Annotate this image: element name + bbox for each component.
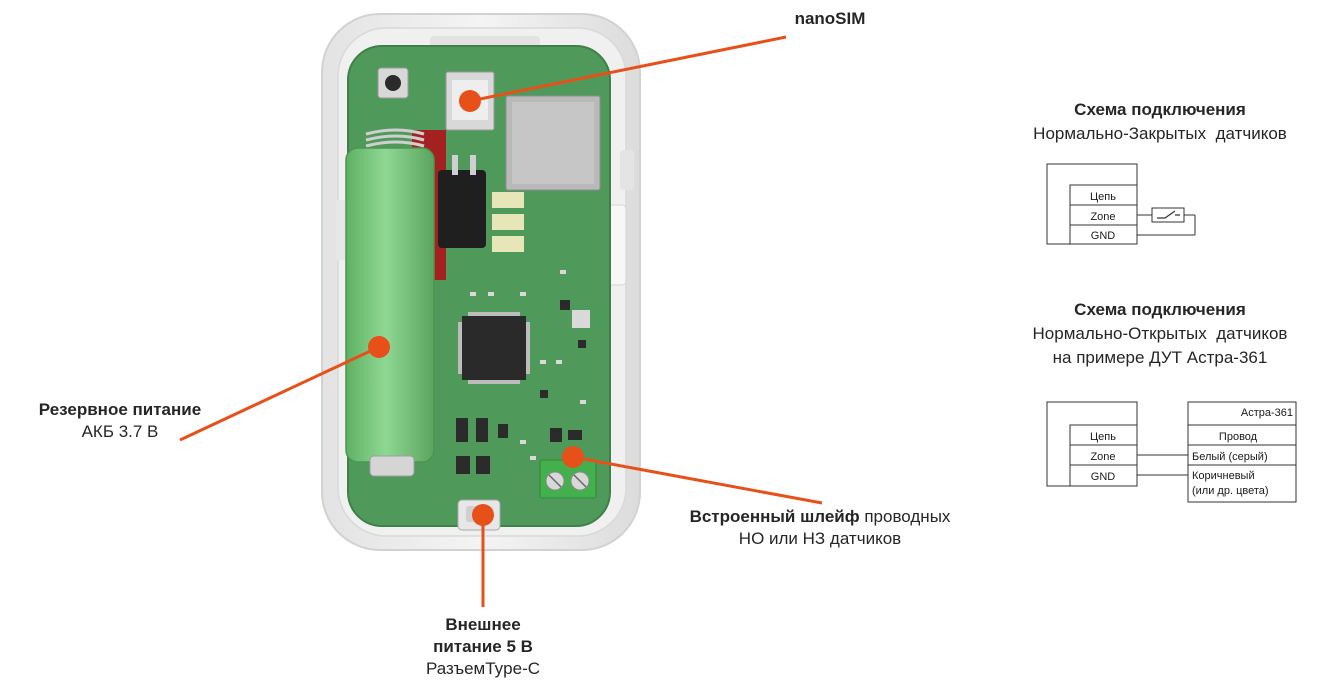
sim-label: nanoSIM <box>770 8 890 30</box>
schema-no-title: Схема подключения <box>1074 300 1246 319</box>
loop-label-subtitle: НО или НЗ датчиков <box>738 529 902 548</box>
callout-dots <box>368 90 584 526</box>
schema-no-subtitle: Нормально-Открытых датчиков <box>1032 324 1288 343</box>
sim-marker <box>459 90 481 112</box>
pcb-board <box>345 45 611 531</box>
battery-label-subtitle: АКБ 3.7 В <box>81 422 159 441</box>
power-marker <box>472 504 494 526</box>
loop-marker <box>562 446 584 468</box>
nc-pin-1: Цепь <box>1090 191 1116 203</box>
power-label-title-1: Внешнее <box>445 615 521 634</box>
schema-nc-diagram <box>1046 163 1196 245</box>
power-label-subtitle: РазъемType-C <box>425 659 541 678</box>
no-pin-2: Zone <box>1090 451 1115 463</box>
schema-no-subtitle-2: на примере ДУТ Астра-361 <box>1052 348 1268 367</box>
no-pin-3: GND <box>1091 471 1116 483</box>
no-wire-1: Белый (серый) <box>1192 451 1268 463</box>
battery-label-title: Резервное питание <box>38 400 202 419</box>
nc-pin-2: Zone <box>1090 211 1115 223</box>
loop-label: Встроенный шлейф проводных НО или НЗ дат… <box>650 506 990 550</box>
schema-no-diagram <box>1046 401 1297 503</box>
schema-nc-subtitle: Нормально-Закрытых датчиков <box>1033 124 1287 143</box>
sim-leader-line <box>469 35 787 103</box>
no-wire-2-line2: (или др. цвета) <box>1192 485 1269 497</box>
battery-leader-line <box>179 345 380 442</box>
schema-nc-heading: Схема подключения Нормально-Закрытых дат… <box>990 98 1330 146</box>
no-device-name: Астра-361 <box>1241 407 1293 419</box>
power-label: Внешнее питание 5 В РазъемType-C <box>353 614 613 680</box>
loop-label-title-rest: проводных <box>859 507 951 526</box>
schema-nc-title: Схема подключения <box>1074 100 1246 119</box>
schema-no-heading: Схема подключения Нормально-Открытых дат… <box>990 298 1330 370</box>
power-label-title-2: питание 5 В <box>433 637 533 656</box>
no-pin-1: Цепь <box>1090 431 1116 443</box>
battery-marker <box>368 336 390 358</box>
no-wire-2-line1: Коричневый <box>1192 470 1255 482</box>
no-device-header: Провод <box>1219 431 1258 443</box>
loop-leader-line <box>572 455 823 505</box>
no-sensor-box <box>1187 401 1297 503</box>
callout-lines <box>179 35 823 607</box>
battery-label: Резервное питание АКБ 3.7 В <box>10 399 230 443</box>
loop-label-title: Встроенный шлейф <box>689 507 860 526</box>
nc-pin-3: GND <box>1091 230 1116 242</box>
sim-label-title: nanoSIM <box>794 9 866 28</box>
